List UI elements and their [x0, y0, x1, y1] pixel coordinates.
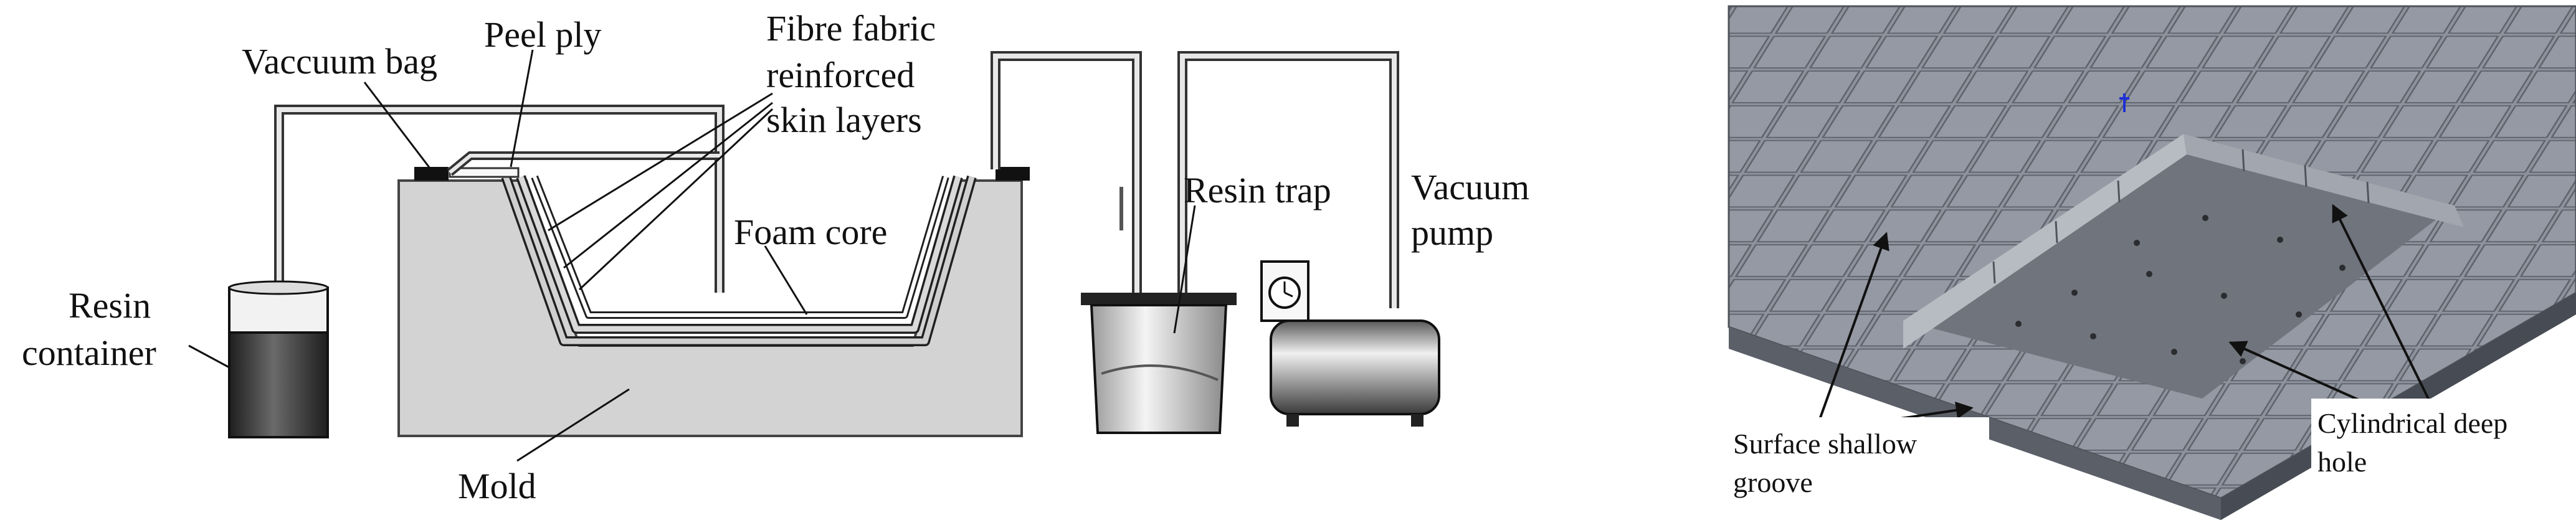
label-peel-ply: Peel ply [484, 14, 601, 55]
panel-recess-wall-back [2184, 134, 2464, 227]
seal-tape-right [996, 167, 1030, 181]
resin-trap-bucket [1081, 293, 1237, 434]
cylindrical-hole-dots [2015, 215, 2345, 364]
label-fibre-line3: skin layers [766, 100, 922, 140]
label-backdrop-right [2311, 399, 2573, 492]
panel-recess-wall-left [1903, 134, 2187, 349]
label-vacuum-line1: Vacuum [1411, 167, 1529, 207]
label-vacuum-bag: Vaccuum bag [242, 41, 437, 82]
resin-inlet-pipe [274, 105, 725, 293]
vacuum-outlet-pipe [991, 51, 1399, 311]
leader-lines-left [188, 49, 1196, 462]
mold-block [397, 179, 1023, 437]
label-resin-line1: Resin [69, 285, 151, 326]
label-cyl-line1: Cylindrical deep [2317, 407, 2507, 439]
label-backdrop-left [1731, 417, 1989, 511]
label-vacuum-line2: pump [1411, 212, 1493, 253]
vacuum-infusion-diagram: Vaccuum bag Peel ply Fibre fabric reinfo… [22, 8, 1529, 506]
label-mold: Mold [458, 466, 536, 506]
label-cyl-line2: hole [2317, 446, 2367, 478]
resin-container [228, 280, 329, 438]
label-fibre-line2: reinforced [766, 55, 915, 95]
grooved-panel-render: Surface shallow groove Cylindrical deep … [1728, 5, 2576, 520]
label-resin-trap: Resin trap [1184, 170, 1331, 210]
label-fibre-line1: Fibre fabric [766, 8, 936, 49]
seal-tape-left [414, 167, 449, 181]
label-foam-core: Foam core [734, 212, 887, 252]
panel-recess-floor [1903, 134, 2455, 399]
axis-marker-icon [2119, 93, 2129, 112]
label-surface-line1: Surface shallow [1733, 428, 1918, 460]
label-surface-line2: groove [1733, 466, 1813, 498]
label-resin-line2: container [22, 333, 156, 373]
laminate-stack [501, 175, 977, 346]
vacuum-pump [1260, 260, 1440, 427]
recess-wall-slits [1992, 149, 2370, 284]
